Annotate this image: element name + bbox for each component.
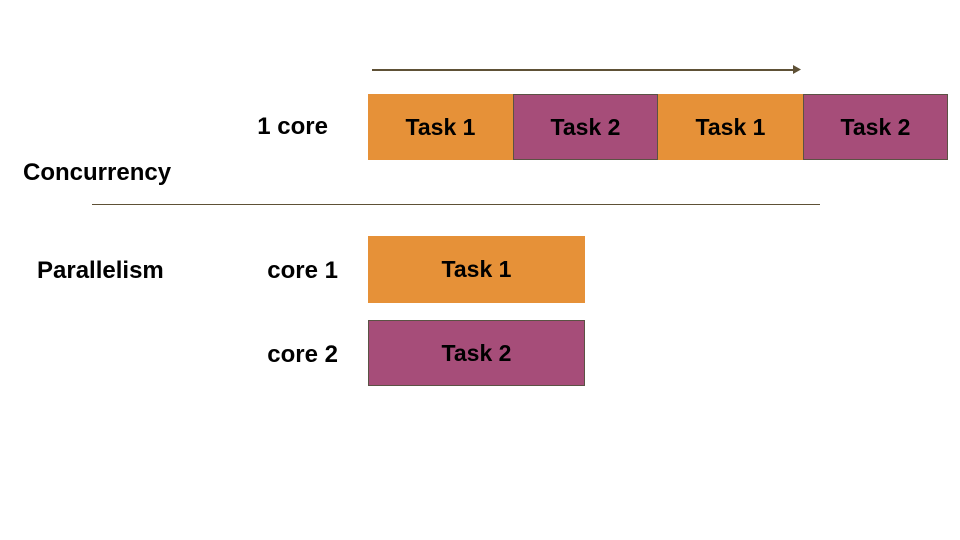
task-block-label: Task 2 xyxy=(840,113,911,140)
task-block-label: Task 2 xyxy=(441,339,512,366)
task-block: Task 1 xyxy=(658,94,803,160)
section-label-concurrency: Concurrency xyxy=(23,159,172,186)
concurrency-timeline: Task 1 Task 2 Task 1 Task 2 xyxy=(368,94,948,160)
task-block: Task 2 xyxy=(368,320,585,386)
task-block: Task 1 xyxy=(368,236,585,303)
task-block: Task 2 xyxy=(803,94,948,160)
timeline-arrow-line xyxy=(372,69,794,71)
task-block: Task 2 xyxy=(513,94,658,160)
task-block: Task 1 xyxy=(368,94,513,160)
task-block-label: Task 1 xyxy=(405,113,476,140)
task-block-label: Task 1 xyxy=(695,113,766,140)
section-label-parallelism: Parallelism xyxy=(37,257,164,284)
row-label-1-core: 1 core xyxy=(257,113,328,140)
task-block-label: Task 1 xyxy=(441,256,512,282)
row-label-core-1: core 1 xyxy=(267,257,338,284)
task-block-label: Task 2 xyxy=(550,113,621,140)
row-label-core-2: core 2 xyxy=(267,341,338,368)
section-divider xyxy=(92,204,820,205)
arrow-head-icon xyxy=(793,65,801,74)
